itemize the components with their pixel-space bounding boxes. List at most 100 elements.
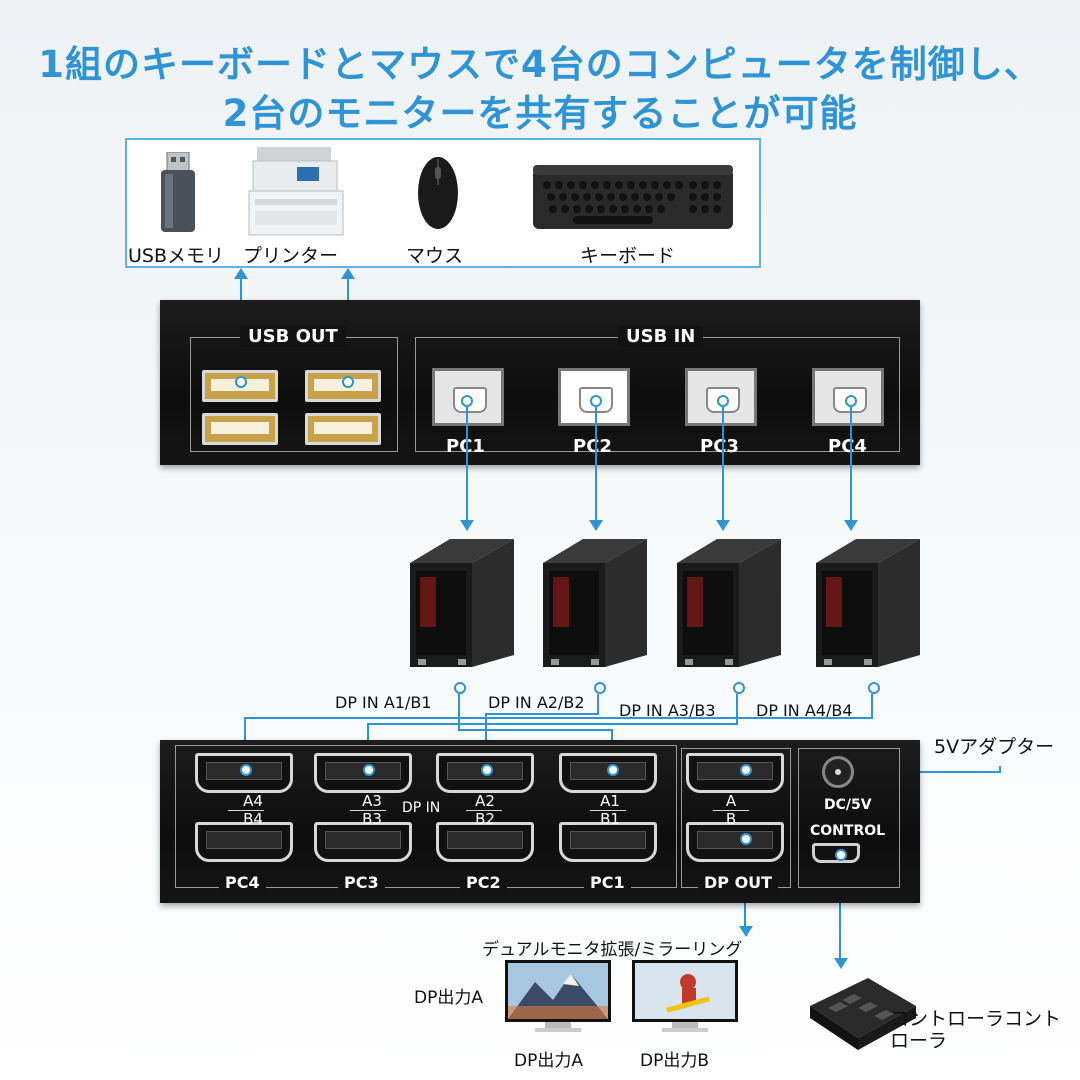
connection-dot — [363, 764, 375, 776]
dp-pc4-label: PC4 — [225, 873, 260, 892]
port-label-a1: A1 — [600, 792, 620, 810]
usb-in-port-label-pc2: PC2 — [573, 436, 612, 457]
monitor-a-icon — [505, 960, 611, 1032]
power-control-group — [798, 748, 900, 888]
connection-dot — [740, 833, 752, 845]
dp-pc1-label: PC1 — [590, 873, 625, 892]
arrow-up-icon — [341, 268, 355, 279]
connection-dot — [740, 764, 752, 776]
usb-out-label-wrap: USB OUT — [240, 326, 346, 347]
arrow-down-icon — [460, 520, 474, 531]
arrow-down-icon — [739, 926, 753, 937]
headline-line-2: 2台のモニターを共有することが可能 — [222, 92, 858, 135]
port-label-b4: B4 — [243, 810, 263, 828]
dp-port — [195, 822, 293, 862]
usb-in-label-wrap: USB IN — [618, 326, 704, 347]
usb-in-port-label-pc1: PC1 — [446, 436, 485, 457]
port-label-b3: B3 — [362, 810, 382, 828]
arrow-down-icon — [834, 958, 848, 969]
dp-pc3-label: PC3 — [344, 873, 379, 892]
headline-line-1: 1組のキーボードとマウスで4台のコンピュータを制御し、 — [38, 43, 1042, 86]
connection-dot — [607, 764, 619, 776]
divider — [466, 810, 502, 811]
connection-dot — [481, 764, 493, 776]
dc-label: DC/5V — [824, 797, 872, 813]
divider — [228, 810, 264, 811]
mouse-icon — [418, 157, 458, 229]
dp-out-label: DP OUT — [704, 873, 773, 892]
connection-dot — [717, 395, 729, 407]
monitor-b-label: DP出力B — [640, 1051, 710, 1071]
peripheral-label-mouse: マウス — [406, 245, 464, 267]
connection-dot — [461, 395, 473, 407]
dp-pc2-label-wrap: PC2 — [460, 873, 507, 892]
usb-out-label: USB OUT — [248, 326, 338, 347]
port-label-out-a: A — [725, 792, 737, 810]
dp-pc2-label: PC2 — [466, 873, 501, 892]
connector-line — [466, 407, 468, 520]
adapter-label: 5Vアダプター — [934, 736, 1055, 758]
monitors-side-label: DP出力A — [414, 988, 483, 1008]
dp-pc3-label-wrap: PC3 — [338, 873, 385, 892]
dp-in-label-3: DP IN A3/B3 — [619, 701, 716, 720]
arrow-down-icon — [716, 520, 730, 531]
connector-line — [722, 407, 724, 520]
usb-a-port — [202, 413, 278, 445]
arrow-down-icon — [589, 520, 603, 531]
dp-in-group — [175, 745, 677, 888]
connection-dot — [240, 764, 252, 776]
connection-dot — [590, 395, 602, 407]
pc-tower-icon — [410, 539, 514, 667]
control-label: CONTROL — [810, 823, 886, 839]
dp-in-center-label: DP IN — [402, 800, 441, 816]
pc-tower-icon — [677, 539, 781, 667]
pc-tower-icon — [816, 539, 920, 667]
connection-dot — [235, 376, 247, 388]
divider — [350, 810, 386, 811]
connection-dot — [594, 682, 606, 694]
usb-a-port — [305, 413, 381, 445]
keyboard-icon — [533, 165, 733, 229]
connection-dot — [733, 682, 745, 694]
connection-dot — [454, 682, 466, 694]
connector-line — [850, 407, 852, 520]
pc-tower-icon — [543, 539, 647, 667]
controller-label: コントローラコントローラ — [890, 1008, 1062, 1052]
port-label-out-b: B — [725, 810, 737, 828]
dp-pc1-label-wrap: PC1 — [584, 873, 631, 892]
dp-in-label-1: DP IN A1/B1 — [335, 693, 432, 712]
peripheral-label-usb-memory: USBメモリ — [128, 245, 225, 267]
port-label-b2: B2 — [475, 810, 495, 828]
monitor-a-label: DP出力A — [514, 1051, 583, 1071]
dp-port — [559, 753, 657, 793]
connection-dot — [845, 395, 857, 407]
connector-line — [595, 407, 597, 520]
dp-out-port — [686, 753, 784, 793]
dc-power-jack — [822, 756, 854, 788]
divider — [590, 810, 626, 811]
divider — [713, 810, 749, 811]
dp-pc4-label-wrap: PC4 — [219, 873, 266, 892]
port-label-a3: A3 — [362, 792, 382, 810]
connection-dot — [868, 682, 880, 694]
printer-icon — [248, 147, 344, 236]
dp-port — [436, 822, 534, 862]
monitors-caption: デュアルモニタ拡張/ミラーリング — [482, 940, 743, 960]
dp-port — [314, 822, 412, 862]
dp-port — [559, 822, 657, 862]
peripheral-label-printer: プリンター — [243, 245, 339, 267]
usb-b-port-pc4 — [812, 368, 884, 426]
usb-in-port-label-pc4: PC4 — [828, 436, 867, 457]
dp-in-label-2: DP IN A2/B2 — [488, 693, 585, 712]
port-label-b1: B1 — [600, 810, 620, 828]
usb-in-port-label-pc3: PC3 — [700, 436, 739, 457]
wired-controller-icon — [810, 978, 916, 1050]
port-label-a2: A2 — [475, 792, 495, 810]
usb-in-label: USB IN — [626, 326, 696, 347]
connection-dot — [835, 849, 847, 861]
monitor-b-icon — [632, 960, 738, 1032]
dp-out-port — [686, 822, 784, 862]
peripheral-label-keyboard: キーボード — [580, 245, 676, 267]
dp-in-label-4: DP IN A4/B4 — [756, 701, 853, 720]
